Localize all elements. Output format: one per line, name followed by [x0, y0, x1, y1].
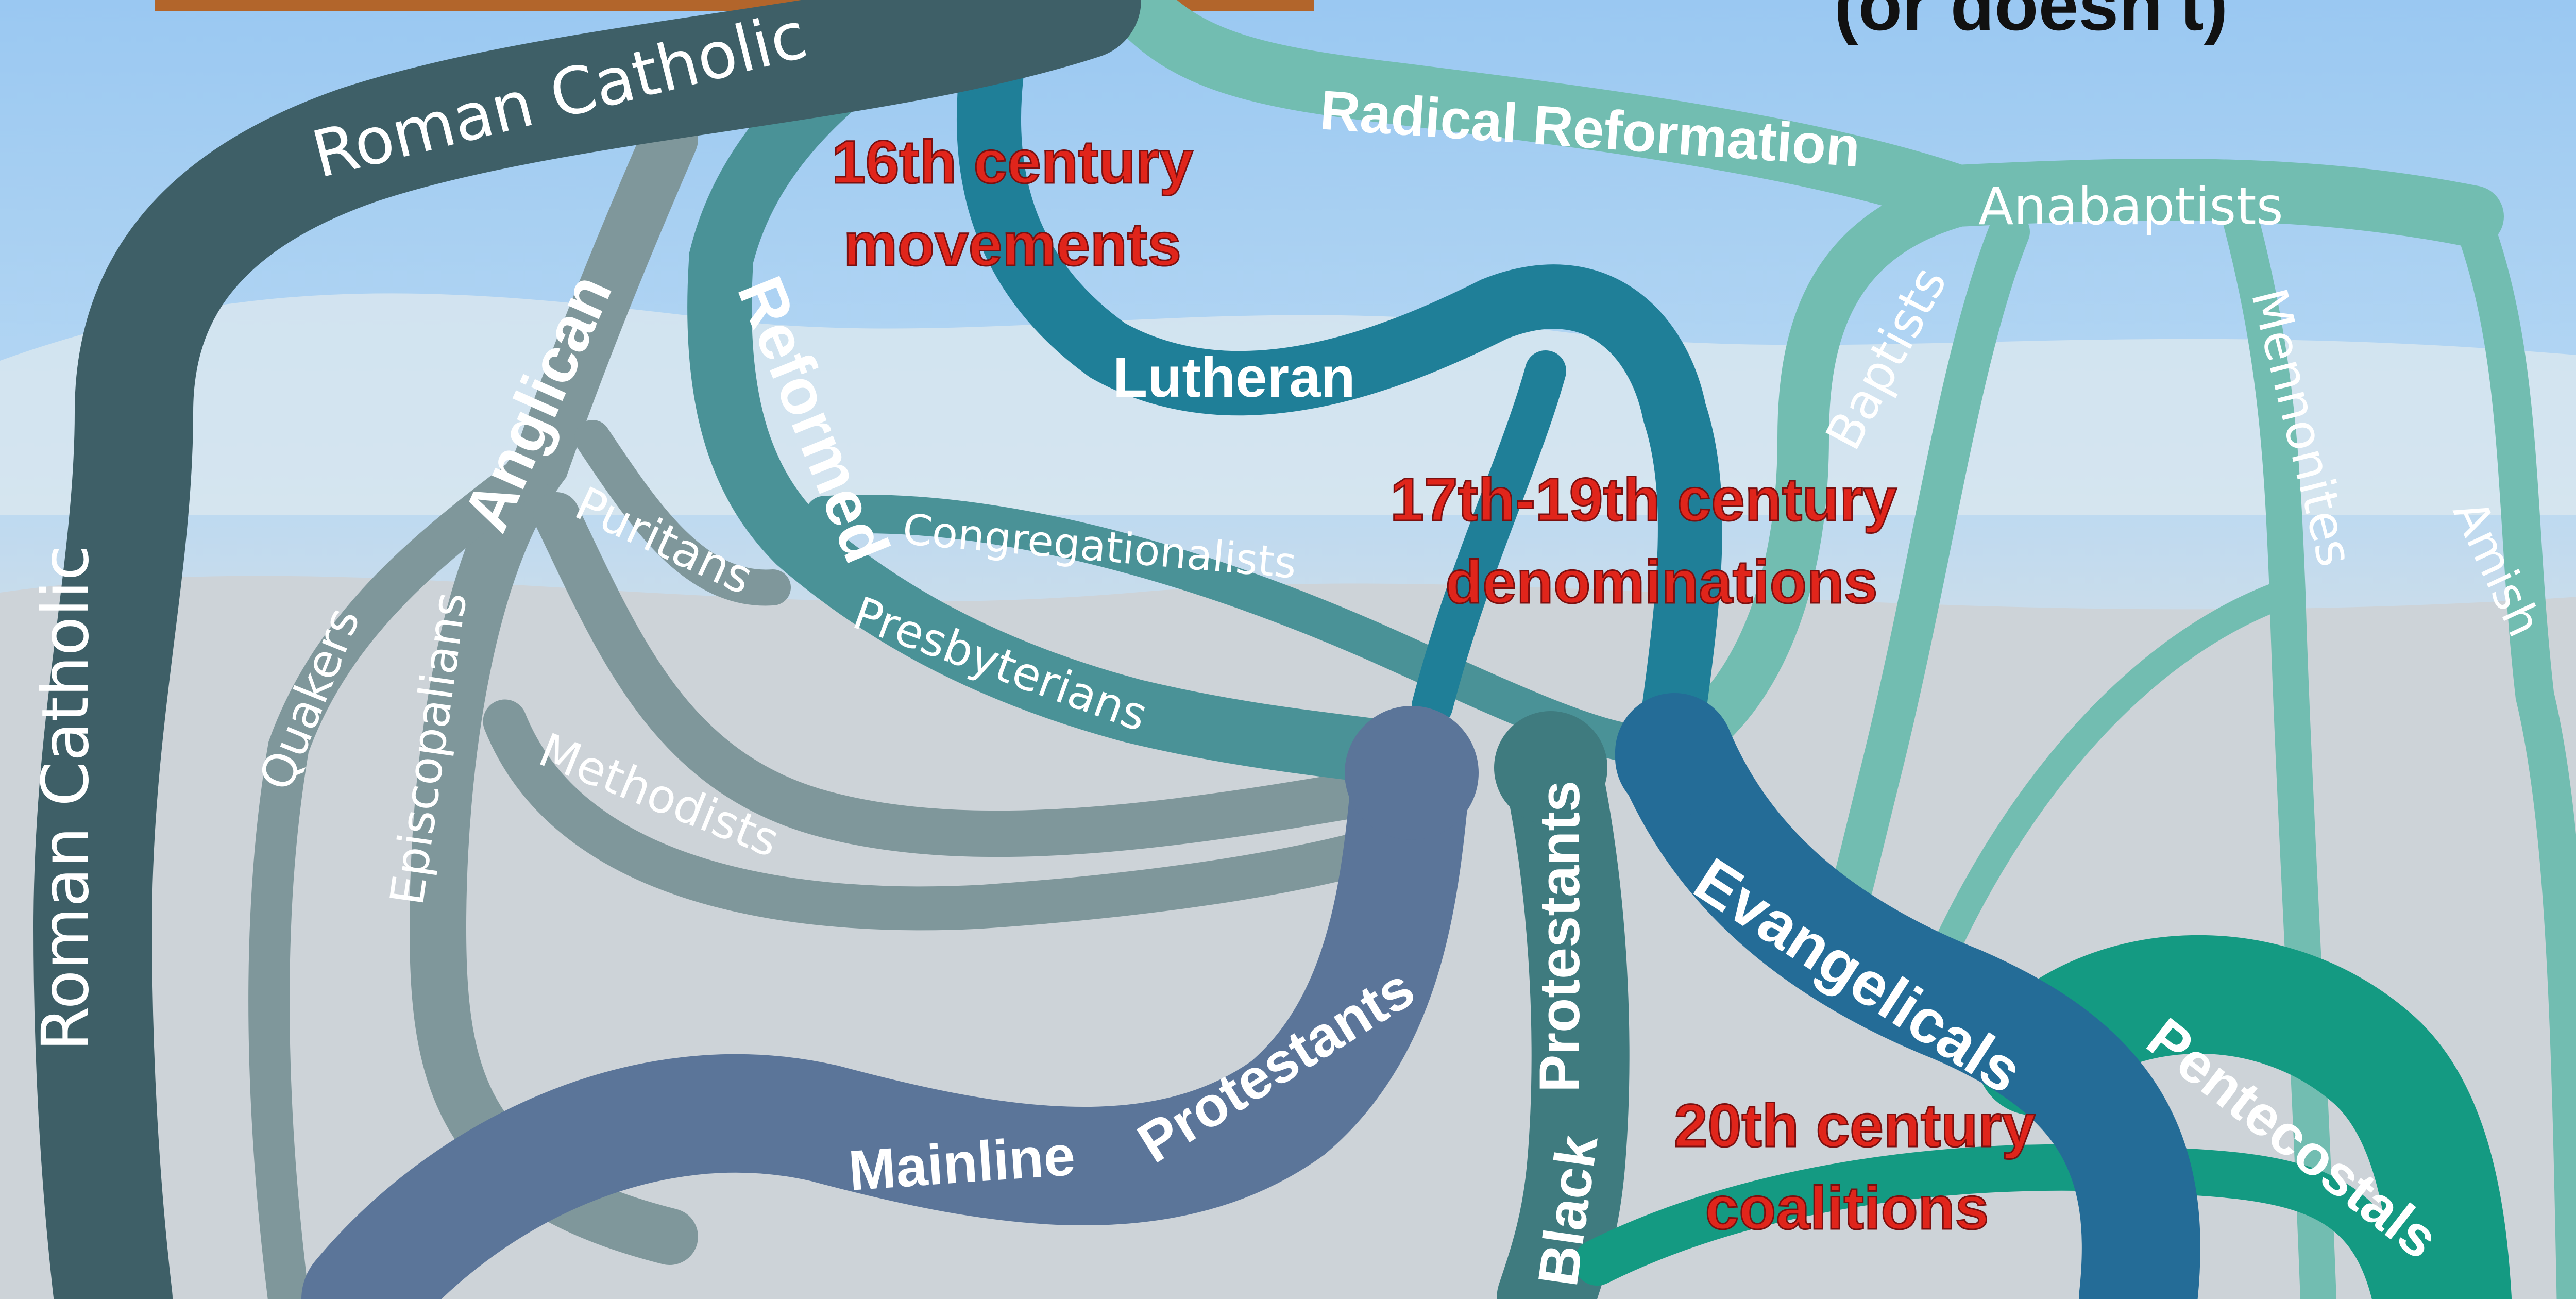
roman-catholic-stream — [33, 0, 1141, 1299]
label-black-protestants: Protestants — [1528, 781, 1591, 1092]
evangelicals-stream — [1615, 693, 2200, 1299]
label-lutheran: Lutheran — [1113, 346, 1355, 409]
title-fragment: (or doesn't) — [1834, 0, 2228, 45]
era-17th-19th-line1: 17th-19th century — [1390, 466, 1897, 534]
era-17th-19th-line2: denominations — [1445, 548, 1877, 616]
era-16th-line1: 16th century — [832, 128, 1193, 196]
label-anabaptists: Anabaptists — [1978, 176, 2283, 237]
era-20th-line1: 20th century — [1674, 1092, 2036, 1160]
label-roman-catholic-side: Roman Catholic — [28, 545, 103, 1051]
label-mainline: Mainline — [846, 1124, 1077, 1203]
lutheran-streams — [956, 0, 1722, 738]
black-protestants-stream — [1494, 711, 1630, 1299]
era-20th-line2: coalitions — [1705, 1174, 1989, 1242]
era-labels: 16th century movements 17th-19th century… — [831, 128, 2037, 1243]
mainline-protestants-stream — [301, 706, 1479, 1299]
era-16th-line2: movements — [843, 211, 1181, 279]
radical-reformation-streams — [1103, 0, 2576, 1299]
